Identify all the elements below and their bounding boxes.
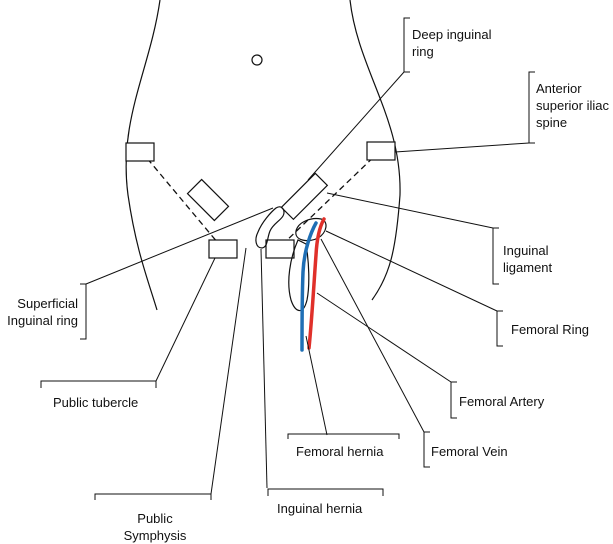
label-public-symphysis: Public Symphysis	[100, 510, 210, 544]
leader-inguinal-hernia	[260, 248, 268, 489]
label-deep-inguinal-ring-line1: Deep inguinal	[412, 27, 492, 42]
label-asis-line3: spine	[536, 115, 568, 130]
leader-asis	[394, 142, 530, 153]
label-deep-inguinal-ring-line2: ring	[412, 44, 434, 59]
label-inguinal-ligament-line2: ligament	[503, 260, 553, 275]
label-superficial-inguinal-ring-line1: Superficial	[17, 296, 78, 311]
label-anterior-superior-iliac-spine: Anterior superior iliac spine	[536, 80, 609, 131]
leader-deep-inguinal-ring	[307, 71, 405, 181]
bracket-public-tubercle	[40, 380, 157, 388]
leader-femoral-ring	[325, 230, 498, 312]
bracket-inguinal-ligament	[492, 227, 499, 285]
dashed-line-left	[140, 150, 224, 250]
label-asis-line1: Anterior	[536, 81, 582, 96]
leader-superficial-inguinal-ring	[85, 207, 274, 285]
pubic-tubercle-right-box	[265, 239, 295, 259]
label-deep-inguinal-ring: Deep inguinal ring	[412, 26, 492, 60]
label-public-tubercle: Public tubercle	[53, 395, 139, 410]
leader-femoral-artery	[316, 292, 452, 383]
femoral-artery	[307, 217, 326, 350]
deep-ring-left-box	[186, 178, 230, 222]
deep-ring-right-box	[280, 172, 329, 221]
body-outline-right	[349, 0, 401, 301]
body-outline-left	[125, 0, 161, 311]
dashed-line-right	[282, 150, 381, 245]
label-superficial-inguinal-ring-line2: Inguinal ring	[7, 313, 78, 328]
bracket-femoral-vein	[423, 431, 430, 468]
asis-right-box	[366, 141, 396, 161]
bracket-public-symphysis	[94, 493, 212, 500]
bracket-superficial-inguinal-ring	[80, 283, 87, 340]
pubic-tubercle-left-box	[208, 239, 238, 259]
bracket-asis	[528, 71, 535, 144]
femoral-ring-oval	[295, 217, 327, 242]
leader-public-symphysis	[210, 247, 247, 495]
label-inguinal-hernia: Inguinal hernia	[277, 501, 363, 516]
inguinal-hernia-sac	[255, 206, 285, 249]
label-femoral-hernia: Femoral hernia	[296, 444, 384, 459]
label-femoral-ring: Femoral Ring	[511, 322, 590, 337]
leader-inguinal-ligament	[326, 192, 494, 229]
bracket-femoral-hernia	[287, 433, 400, 439]
leader-femoral-hernia	[305, 335, 328, 436]
label-inguinal-ligament: Inguinal ligament	[503, 242, 552, 276]
label-femoral-vein: Femoral Vein	[431, 444, 508, 459]
umbilicus	[251, 54, 263, 66]
asis-left-box	[125, 142, 155, 162]
bracket-femoral-artery	[450, 381, 457, 419]
label-inguinal-ligament-line1: Inguinal	[503, 243, 549, 258]
label-superficial-inguinal-ring: Superficial Inguinal ring	[6, 295, 78, 329]
femoral-vein	[300, 221, 318, 352]
bracket-inguinal-hernia	[267, 488, 384, 496]
label-asis-line2: superior iliac	[536, 98, 609, 113]
bracket-femoral-ring	[496, 310, 503, 347]
leader-public-tubercle	[155, 257, 216, 382]
label-femoral-artery: Femoral Artery	[459, 394, 545, 409]
leader-femoral-vein	[320, 238, 425, 433]
label-public-symphysis-line2: Symphysis	[123, 528, 187, 543]
femoral-hernia-sac	[288, 239, 310, 312]
bracket-deep-inguinal-ring	[403, 17, 410, 73]
label-public-symphysis-line1: Public	[137, 511, 173, 526]
